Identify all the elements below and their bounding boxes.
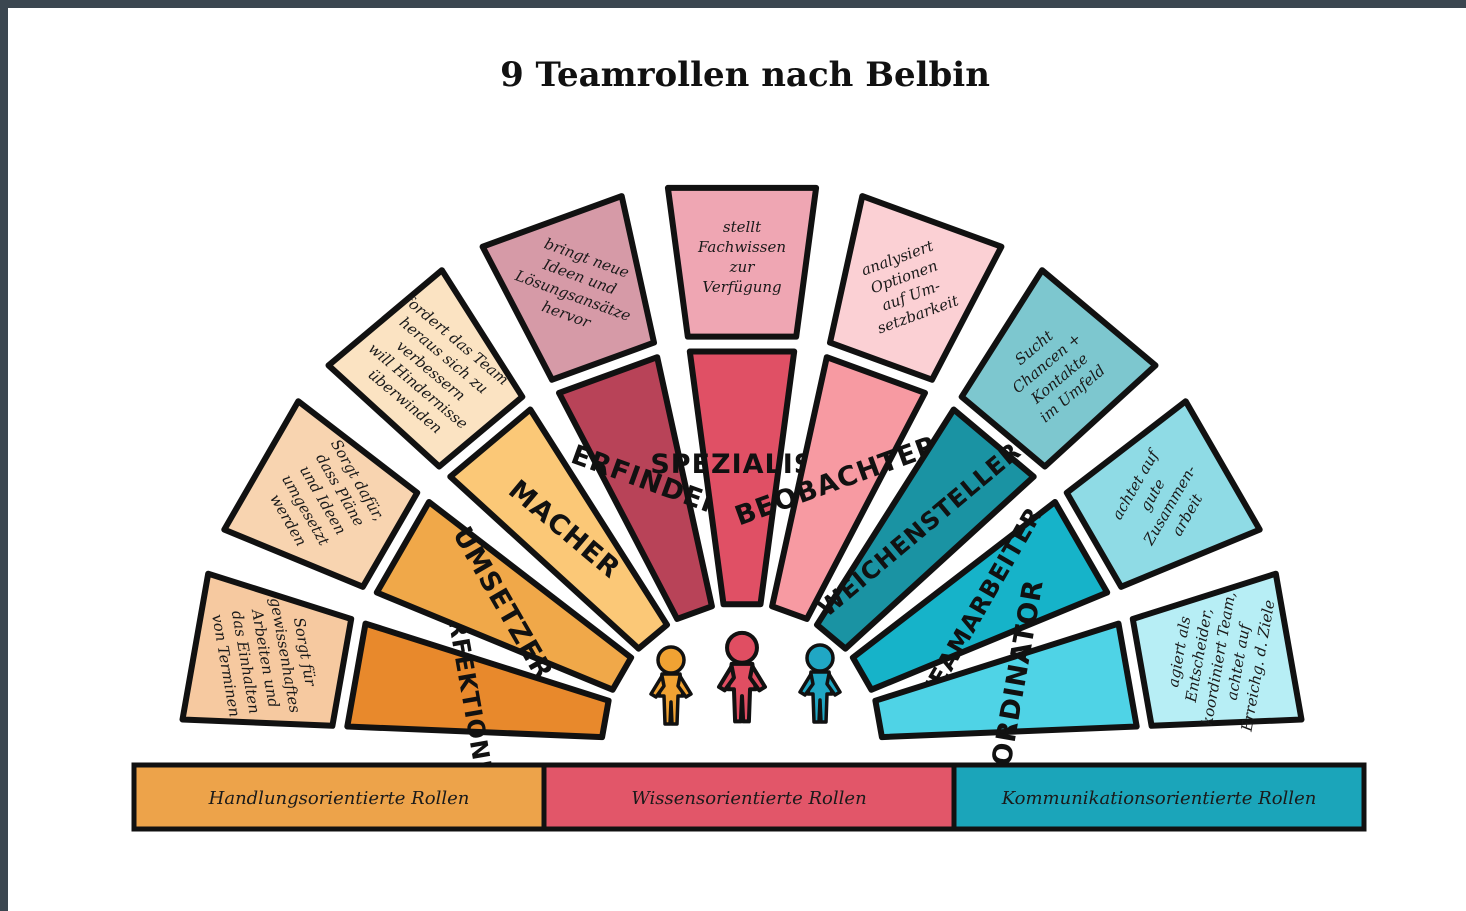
role-wedge-teamarbeiter	[849, 499, 1111, 693]
role-wedge-perfektionist	[344, 620, 612, 741]
description-wedge-weichensteller	[958, 267, 1159, 470]
role-wedge-spezialist	[686, 348, 798, 608]
category-wissensorientierte-rollen	[541, 762, 957, 832]
role-wedge-macher	[447, 406, 670, 652]
description-wedge-macher	[325, 267, 526, 470]
category-label-handlungsorientierte-rollen: Handlungsorientierte Rollen	[208, 788, 470, 809]
diagram-title: 9 Teamrollen nach Belbin	[500, 55, 990, 95]
people-icons	[649, 630, 842, 726]
description-line: zur	[729, 258, 756, 276]
category-handlungsorientierte-rollen	[131, 762, 547, 832]
description-line: Fachwissen	[697, 238, 786, 256]
description-wedge-beobachter	[827, 193, 1005, 383]
role-wedge-weichensteller	[814, 406, 1037, 652]
category-label-kommunikationsorientierte-rollen: Kommunikationsorientierte Rollen	[1001, 788, 1317, 809]
role-wedge-koordinator	[872, 620, 1140, 741]
person-icon	[716, 630, 768, 724]
description-wedge-perfektionist	[179, 570, 355, 729]
role-wedge-umsetzer	[373, 499, 635, 693]
description-line: Verfügung	[702, 278, 781, 296]
person-icon	[649, 645, 693, 726]
role-wedge-beobachter	[769, 354, 928, 622]
description-wedge-teamarbeiter	[1063, 398, 1263, 590]
role-wedge-erfinder	[556, 354, 715, 622]
description-wedge-spezialist	[664, 184, 820, 340]
description-wedge-erfinder	[479, 193, 657, 383]
category-bar: Handlungsorientierte Rollen Wissensorient…	[131, 762, 1367, 832]
category-label-wissensorientierte-rollen: Wissensorientierte Rollen	[631, 788, 866, 809]
category-kommunikationsorientierte-rollen	[951, 762, 1367, 832]
description-wedge-umsetzer	[221, 398, 421, 590]
description-line: stellt	[723, 218, 762, 236]
description-wedge-koordinator	[1129, 570, 1305, 729]
person-icon	[798, 643, 842, 724]
belbin-diagram: 9 Teamrollen nach Belbin PERFEKTIONISTSo…	[131, 55, 1367, 832]
